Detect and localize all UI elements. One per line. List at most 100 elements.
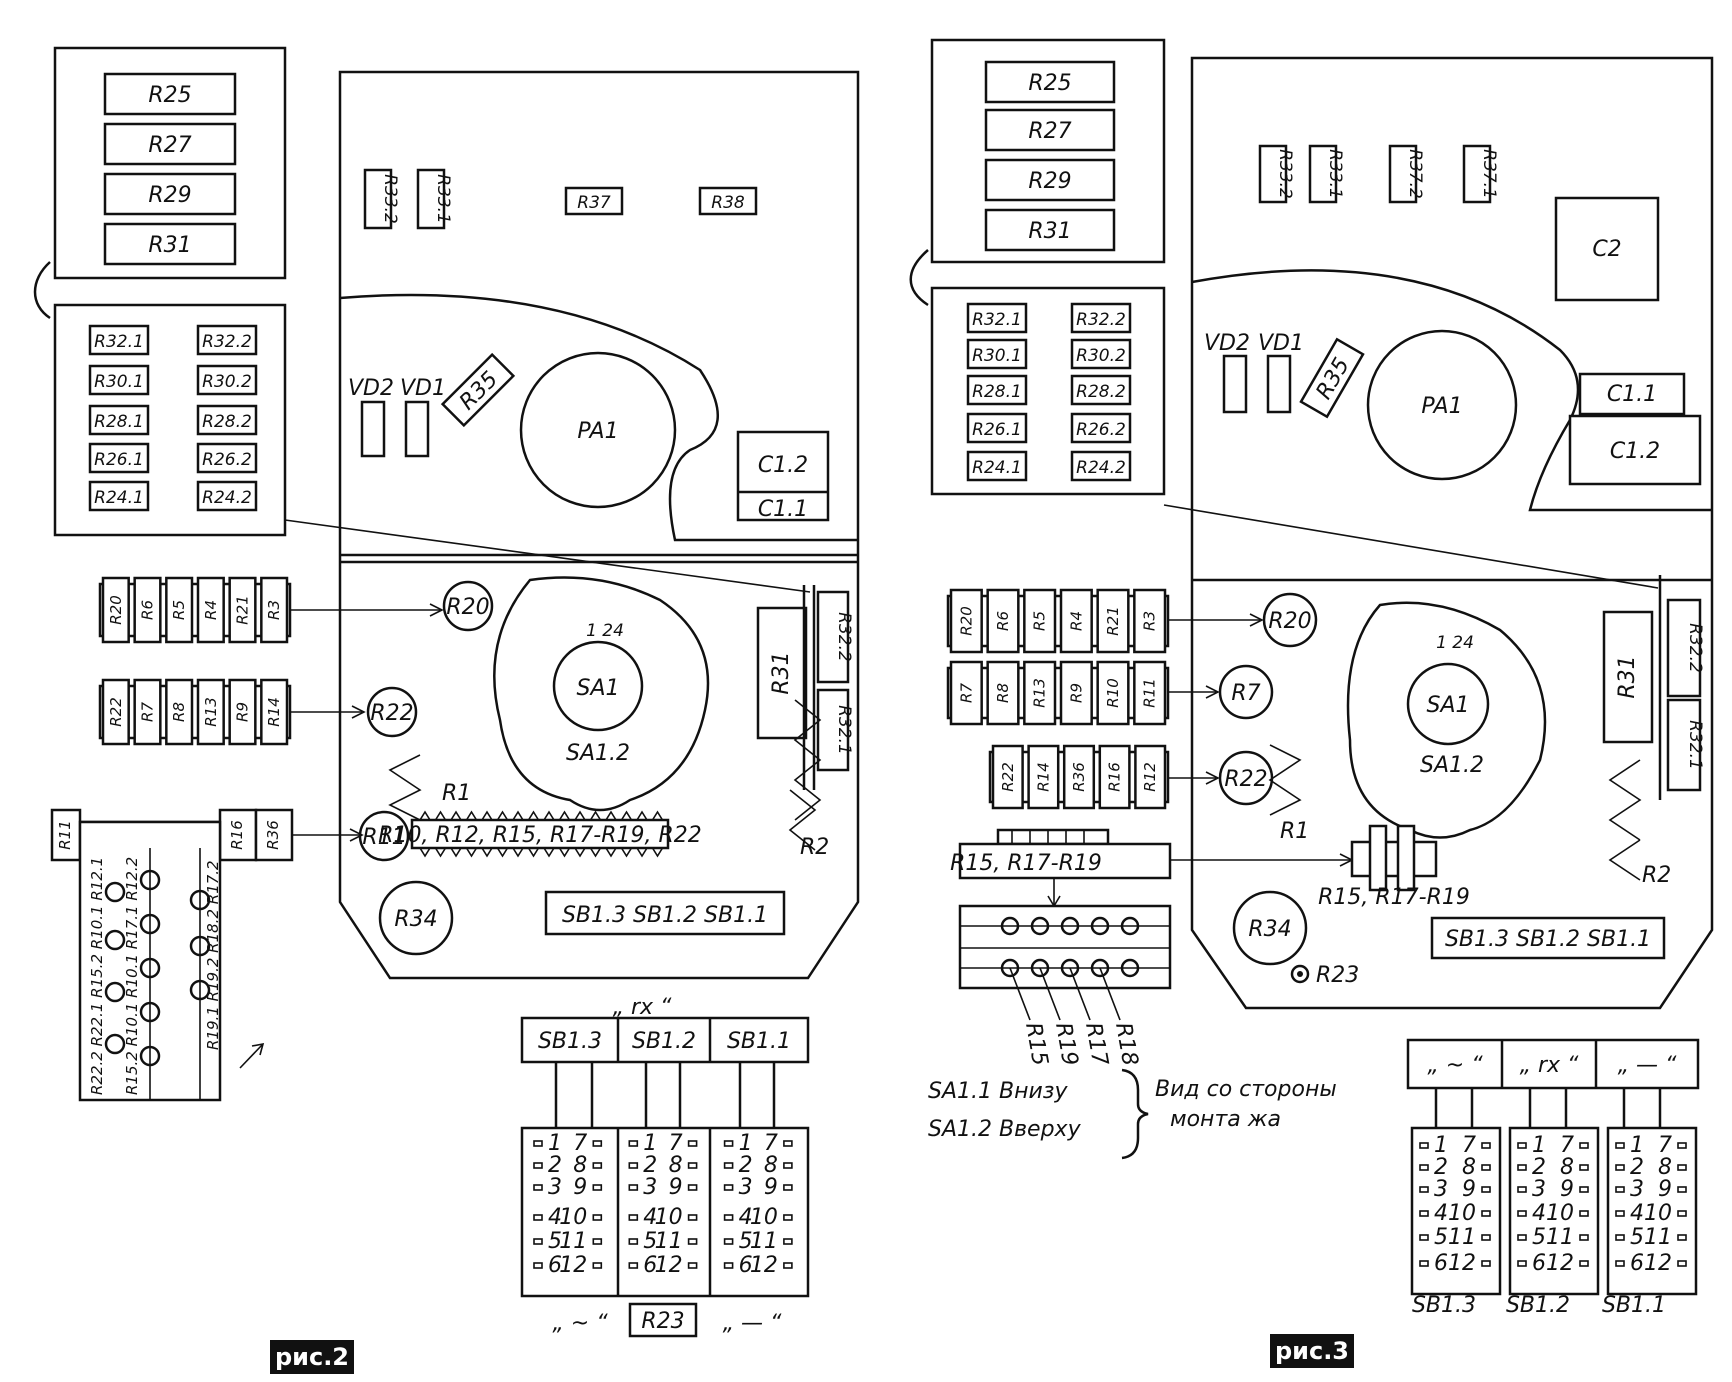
- comb-tooth: [605, 847, 617, 858]
- contact-pad: [628, 1214, 639, 1221]
- sb-stems: [554, 1062, 776, 1128]
- diode-label: VD1: [400, 376, 446, 401]
- sb-head-label: „ rx “: [1520, 1053, 1579, 1078]
- comb-tooth: [543, 810, 555, 821]
- r31-label: R31: [1615, 655, 1640, 698]
- comb-tooth: [651, 810, 664, 821]
- r31-box: [756, 606, 808, 740]
- resistor-cell: [1059, 588, 1093, 654]
- contact-num-right: 7: [669, 1131, 683, 1156]
- contact-num-left: 2: [1532, 1155, 1546, 1180]
- sb-head-label: „ ~ “: [1427, 1053, 1483, 1078]
- c2-label: C2: [1592, 237, 1621, 262]
- resistor-cell: [228, 576, 257, 644]
- contact-num-right: 8: [669, 1153, 683, 1178]
- contact-pad: [628, 1140, 639, 1147]
- contact-pad: [1615, 1186, 1625, 1193]
- r11-circle: [358, 810, 410, 862]
- contact-pad: [1419, 1210, 1429, 1217]
- contact-num-left: 5: [1532, 1225, 1546, 1250]
- board-outline: [1190, 56, 1714, 1010]
- block-top-list: R25 R27 R29 R31: [984, 60, 1116, 252]
- fold-arrow: [909, 249, 929, 307]
- resistor-cell: [101, 678, 130, 746]
- comb-tooth: [496, 810, 509, 821]
- r31-label: R31: [769, 651, 794, 694]
- resistor-cell-label: R16: [1106, 762, 1124, 792]
- contact-num-left: 5: [1434, 1225, 1448, 1250]
- note-side-2: монта жа: [1170, 1107, 1281, 1132]
- contact-pad: [723, 1184, 734, 1191]
- contact-pad: [1615, 1142, 1625, 1149]
- contact-pad: [1579, 1260, 1589, 1267]
- contact-num-left: 6: [1434, 1251, 1448, 1276]
- diodes: VD2 VD1: [1204, 331, 1304, 414]
- comb-tooth: [481, 810, 493, 821]
- comb-tooth: [620, 847, 633, 858]
- r15-block: [1350, 824, 1438, 892]
- note-brace: [1121, 1068, 1149, 1160]
- r32-1-label: R32.1: [1685, 720, 1705, 770]
- contact-pad: [1517, 1142, 1527, 1149]
- contact-pad: [723, 1214, 734, 1221]
- r32-1-box: [1666, 698, 1702, 792]
- pin-node: [1090, 916, 1110, 936]
- contact-pad: [1615, 1164, 1625, 1171]
- contact-num-right: 11: [559, 1229, 587, 1254]
- pin-leads: [1009, 967, 1121, 1021]
- contact-pad: [533, 1214, 543, 1221]
- resistor-cell-label: R3: [1141, 611, 1159, 631]
- r22-label: R22: [1224, 767, 1267, 792]
- caption-box: [1270, 1334, 1354, 1368]
- contact-num-right: 8: [1658, 1155, 1672, 1180]
- sb-button: SB1.3: [1412, 1293, 1476, 1318]
- contact-num-right: 10: [750, 1205, 778, 1230]
- switch-position: 1 24: [1436, 633, 1474, 653]
- resistor-cell: [986, 660, 1020, 726]
- contact-num-left: 2: [1630, 1155, 1644, 1180]
- resistor-cell-label: R11: [1141, 678, 1159, 708]
- resistor-cell: [260, 576, 289, 644]
- cap-c1-1: [1578, 372, 1686, 416]
- pair-left: R30.1: [94, 372, 144, 392]
- comb-tooth: [558, 847, 571, 858]
- r7-circle: [1218, 664, 1274, 720]
- resistor-cell-label: R10: [1104, 678, 1122, 708]
- contact-pad: [1419, 1260, 1429, 1267]
- resistor-cell-label: R20: [957, 606, 975, 636]
- c2-box: [1554, 196, 1660, 302]
- contact-pad: [628, 1238, 639, 1245]
- cap-label: C1.2: [758, 453, 808, 478]
- comb-tooth: [512, 847, 524, 858]
- contact-pad: [1419, 1186, 1429, 1193]
- comb-tooth: [465, 810, 478, 821]
- r16-label: R16: [228, 820, 246, 850]
- contact-pad: [592, 1238, 603, 1245]
- contact-num-right: 9: [1560, 1177, 1574, 1202]
- pair-left: R32.1: [94, 332, 144, 352]
- pin-node: [1000, 958, 1020, 978]
- contact-num-left: 3: [739, 1175, 753, 1200]
- pin-node: [1060, 958, 1080, 978]
- contact-pad: [1517, 1164, 1527, 1171]
- contact-pad: [1615, 1210, 1625, 1217]
- r34-label: R34: [394, 907, 437, 932]
- contact-pad: [1481, 1260, 1491, 1267]
- comb-tooth: [620, 810, 633, 821]
- contact-num-left: 3: [643, 1175, 657, 1200]
- contact-num-left: 2: [1434, 1155, 1448, 1180]
- resistor-cell-label: R14: [265, 697, 283, 727]
- sb-stems: [1434, 1088, 1662, 1128]
- resistor-cell: [165, 678, 194, 746]
- contact-pad: [687, 1262, 698, 1269]
- pair-right: R24.2: [1076, 458, 1126, 478]
- r32-2-label: R32.2: [1685, 623, 1705, 673]
- top-row-label: R33.1: [1325, 149, 1345, 199]
- caption: рис.3: [1275, 1337, 1349, 1365]
- r34-circle: [1232, 890, 1308, 966]
- cap-label: C1.1: [758, 497, 808, 522]
- comb-tooth: [419, 810, 431, 821]
- pin-node: [1000, 916, 1020, 936]
